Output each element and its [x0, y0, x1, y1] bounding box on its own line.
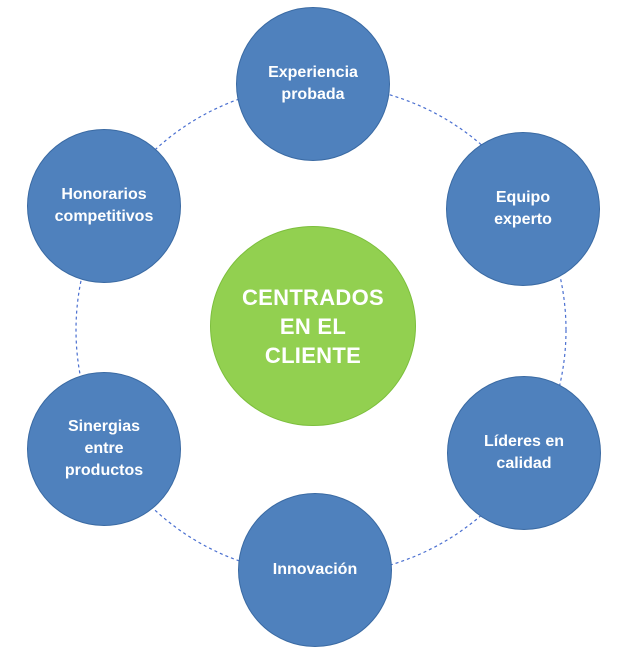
node-honorarios-competitivos: Honorarios competitivos	[27, 129, 181, 283]
center-circle: CENTRADOS EN EL CLIENTE	[210, 226, 416, 426]
node-sinergias-productos: Sinergias entre productos	[27, 372, 181, 526]
node-equipo-experto: Equipo experto	[446, 132, 600, 286]
node-innovacion: Innovación	[238, 493, 392, 647]
node-lideres-en-calidad: Líderes en calidad	[447, 376, 601, 530]
node-experiencia-probada: Experiencia probada	[236, 7, 390, 161]
